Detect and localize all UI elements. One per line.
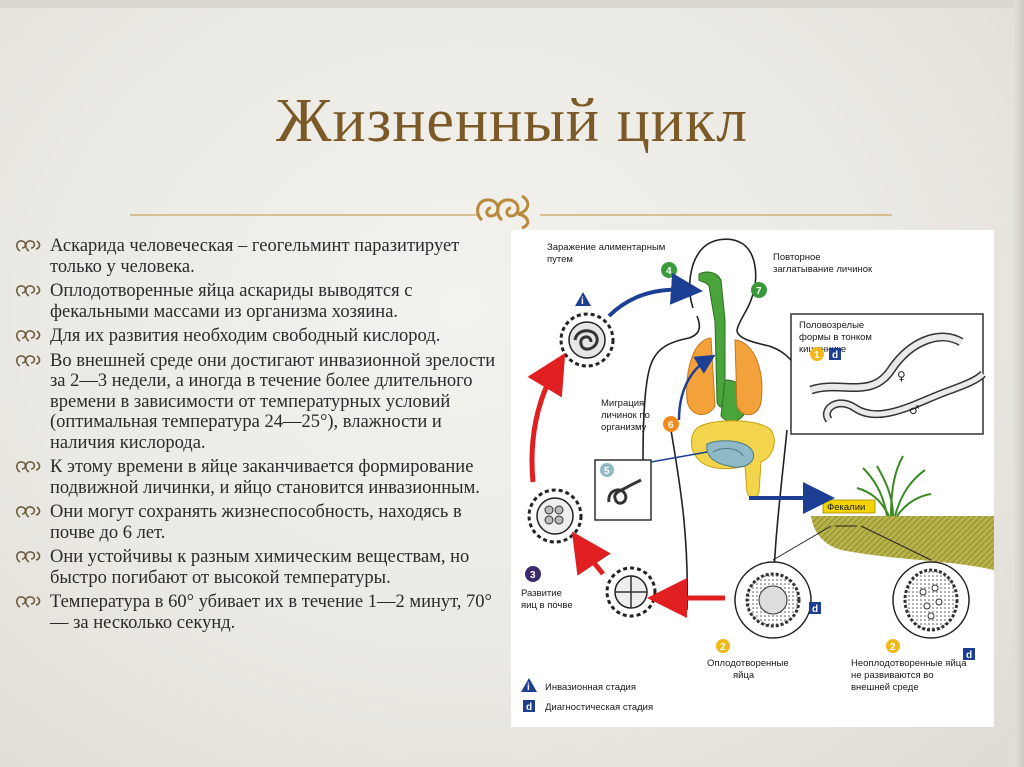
ornament-icon [478,196,528,228]
slide-top-edge [0,0,1024,8]
bullet-text: К этому времени в яйце заканчивается фор… [50,457,480,498]
development-label-2: яиц в почве [521,600,573,611]
legend-marker-d: d [526,702,532,713]
dividing-egg-icon [607,568,655,616]
migration-label-2: личинок по [601,410,650,421]
development-label-1: Развитие [521,588,562,599]
curl-bullet-icon [12,549,42,565]
stage-2-number: 2 [720,642,726,653]
bullet-list: Аскарида человеческая – геогельминт пара… [12,236,502,637]
title-divider [130,190,892,230]
marker-d: d [832,350,838,361]
migration-label-3: организму [601,422,647,433]
infection-label-2: путем [547,254,573,265]
fertilized-label-2: яйца [733,670,755,681]
bullet-item: Оплодотворенные яйца аскариды выводятся … [12,281,502,322]
stage-6-number: 6 [668,420,674,431]
curl-bullet-icon [12,353,42,369]
arrow-egg-embryonated [532,370,555,482]
stage-4-number: 4 [666,266,672,277]
pointer-fert [773,526,831,560]
curl-bullet-icon [12,459,42,475]
bullet-text: Во внешней среде они достигают инвазионн… [50,351,495,453]
adult-label-2: формы в тонком [799,332,872,343]
marker-d-unfert: d [966,650,972,661]
marker-d-fert: d [812,604,818,615]
unfertilized-label-2: не развиваются во [851,670,933,681]
bullet-text: Оплодотворенные яйца аскариды выводятся … [50,281,412,322]
arrow-infection [609,290,687,316]
unfertilized-label-1: Неоплодотворенные яйца [851,658,967,669]
fertilized-label-1: Оплодотворенные [707,658,789,669]
male-symbol: ♂ [909,403,920,417]
marker-i-top: i [581,296,584,307]
fertilized-egg-icon [735,562,811,638]
unfertilized-label-3: внешней среде [851,682,919,693]
arrow-egg-dividing [583,548,603,574]
slide-title: Жизненный цикл [0,86,1024,157]
reswallow-label-2: заглатывание личинок [773,264,873,275]
ascaris-lifecycle-diagram: Фекалии Половозрелые формы в тонком кише… [511,230,994,727]
bullet-item: Аскарида человеческая – геогельминт пара… [12,236,502,277]
bullet-text: Аскарида человеческая – геогельминт пара… [50,236,459,277]
stage-1-number: 1 [814,350,820,361]
legend-invasive-label: Инвазионная стадия [545,682,636,693]
bullet-item: Для их развития необходим свободный кисл… [12,326,502,347]
bullet-item: К этому времени в яйце заканчивается фор… [12,457,502,498]
stage-2b-number: 2 [890,642,896,653]
invasive-egg-icon [561,314,613,366]
bullet-item: Температура в 60° убивает их в течение 1… [12,592,502,633]
infection-label-1: Заражение алиментарным [547,242,665,253]
bullet-item: Во внешней среде они достигают инвазионн… [12,351,502,454]
legend-marker-i: i [527,682,530,693]
soil [811,516,994,570]
migration-label-1: Миграция [601,398,644,409]
legend-diagnostic-label: Диагностическая стадия [545,702,653,713]
embryonated-egg-icon [529,490,581,542]
curl-bullet-icon [12,283,42,299]
stage-5-number: 5 [604,466,610,477]
bullet-text: Для их развития необходим свободный кисл… [50,326,440,346]
bullet-text: Они могут сохранять жизнеспособность, на… [50,502,462,543]
feces-label: Фекалии [827,502,865,513]
curl-bullet-icon [12,594,42,610]
curl-bullet-icon [12,238,42,254]
unfertilized-egg-icon [893,562,969,638]
bullet-item: Они могут сохранять жизнеспособность, на… [12,502,502,543]
bullet-item: Они устойчивы к разным химическим вещест… [12,547,502,588]
stage-3-number: 3 [530,570,536,581]
reswallow-label-1: Повторное [773,252,821,263]
adult-label-1: Половозрелые [799,320,864,331]
female-symbol: ♀ [897,369,906,383]
curl-bullet-icon [12,504,42,520]
intestines [691,421,774,498]
bullet-text: Они устойчивы к разным химическим вещест… [50,547,469,588]
stage-7-number: 7 [756,286,762,297]
bullet-text: Температура в 60° убивает их в течение 1… [50,592,492,633]
curl-bullet-icon [12,328,42,344]
